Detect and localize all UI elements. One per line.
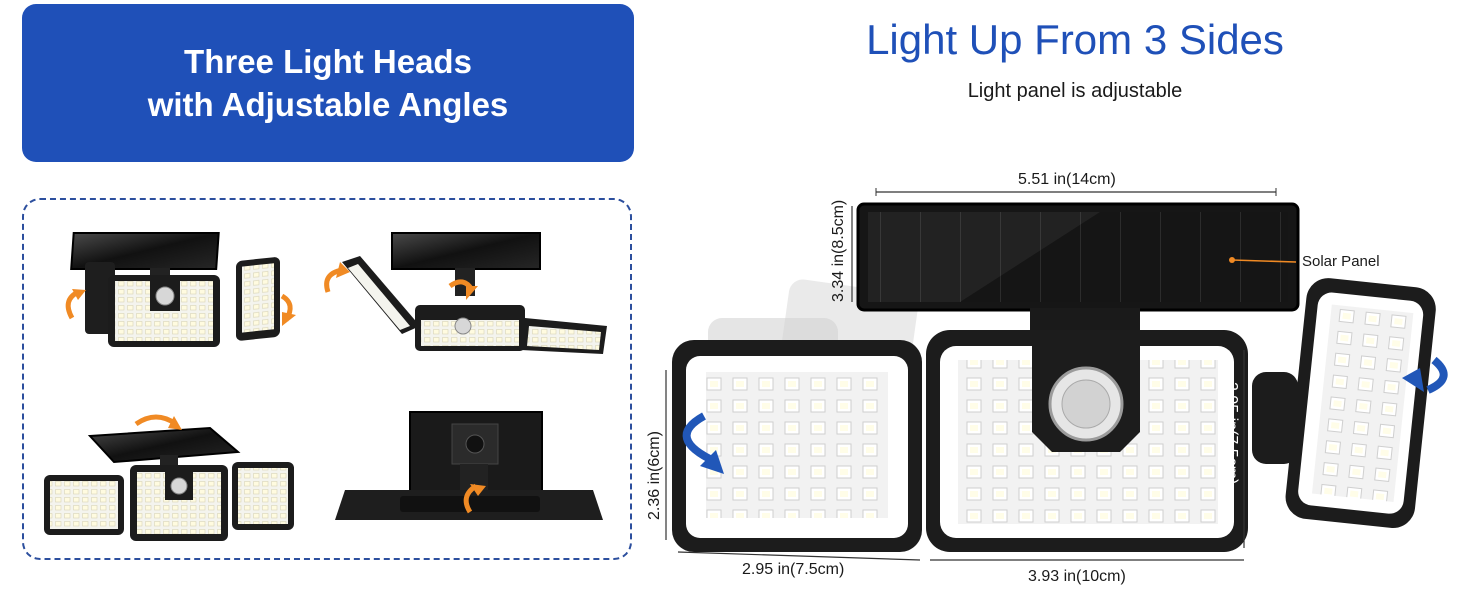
main-product-diagram <box>665 188 1448 561</box>
solar-panel-label: Solar Panel <box>1302 253 1380 270</box>
example-panel-rotated <box>44 414 294 541</box>
dim-center-head-width: 3.93 in(10cm) <box>1028 568 1126 585</box>
banner-line-1: Three Light Heads <box>184 43 472 80</box>
page-subtitle: Light panel is adjustable <box>967 80 1183 102</box>
page-title: Light Up From 3 Sides <box>866 16 1284 63</box>
example-front-view <box>65 232 296 347</box>
dim-side-head-width: 2.95 in(7.5cm) <box>742 561 845 578</box>
rotate-arrow-icon <box>682 412 718 466</box>
feature-banner: Three Light Heads with Adjustable Angles <box>22 4 634 162</box>
dim-panel-width: 5.51 in(14cm) <box>1018 171 1116 188</box>
banner-line-2: with Adjustable Angles <box>147 86 509 123</box>
example-back-view <box>335 411 603 520</box>
dim-center-head-height: 2.95 in(7.5cm) <box>1223 382 1240 485</box>
dim-side-head-height: 2.36 in(6cm) <box>646 431 663 520</box>
angle-examples-box <box>22 198 632 560</box>
example-heads-folded <box>324 232 607 354</box>
rotate-arrow-icon <box>1426 356 1448 394</box>
dim-panel-height: 3.34 in(8.5cm) <box>830 199 847 302</box>
